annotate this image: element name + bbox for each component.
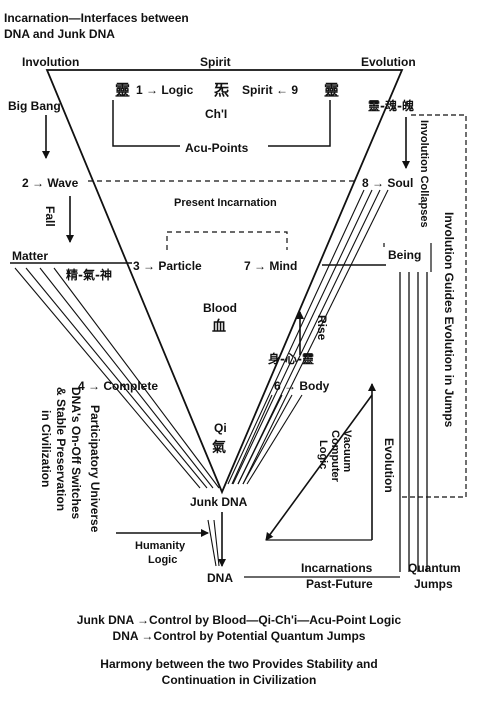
label-being: Being bbox=[388, 248, 421, 262]
label-qi: Qi bbox=[214, 421, 227, 435]
label-acupoints: Acu-Points bbox=[185, 141, 249, 155]
label-fall: Fall bbox=[43, 206, 57, 227]
label-blood: Blood bbox=[203, 301, 237, 315]
label-mind: 7 → Mind bbox=[244, 259, 297, 273]
char-xue: 血 bbox=[212, 318, 226, 335]
label-soul: 8 → Soul bbox=[362, 176, 413, 190]
label-switches3: in Civilization bbox=[39, 410, 53, 487]
char-qi: 氣 bbox=[212, 439, 226, 456]
label-involution: Involution bbox=[22, 55, 79, 69]
guides-dashed-bracket bbox=[400, 114, 467, 498]
label-wave: 2 → Wave bbox=[22, 176, 79, 190]
label-logic: 1 → Logic bbox=[136, 83, 194, 97]
char-jingqishen: 精-氣-神 bbox=[66, 267, 112, 282]
label-bigbang: Big Bang bbox=[8, 99, 61, 113]
char-linghunpo: 靈-魂-魄 bbox=[368, 98, 414, 113]
being-vertical-lines bbox=[399, 272, 428, 572]
label-matter: Matter bbox=[12, 249, 48, 263]
label-evolution: Evolution bbox=[361, 55, 416, 69]
caption-line4: Continuation in Civilization bbox=[161, 673, 317, 687]
label-incarnations: Incarnations bbox=[301, 561, 373, 575]
label-switches1: DNA's On-Off Switches bbox=[69, 387, 83, 520]
label-jumps: Jumps bbox=[414, 577, 453, 591]
matter-converging-lines bbox=[14, 267, 220, 489]
label-participatory: Participatory Universe bbox=[88, 405, 102, 533]
label-pastfuture: Past-Future bbox=[306, 577, 373, 591]
dna-left-lines bbox=[207, 519, 220, 567]
label-humanity1: Humanity bbox=[135, 540, 186, 552]
soul-converging-lines bbox=[227, 189, 389, 485]
char-ling-right: 靈 bbox=[324, 81, 339, 99]
label-quantum: Quantum bbox=[408, 561, 461, 575]
char-shenxinling: 身-心-靈 bbox=[268, 351, 314, 366]
label-junkdna: Junk DNA bbox=[190, 495, 248, 509]
label-switches2: & Stable Preservation bbox=[54, 387, 68, 511]
diagram-title-line1: Incarnation—Interfaces between bbox=[4, 11, 189, 25]
label-vacuum2: Computer bbox=[329, 430, 341, 483]
char-xuan: 炁 bbox=[213, 81, 229, 99]
body-converging-lines bbox=[231, 394, 303, 485]
being-bracket bbox=[383, 243, 432, 272]
label-vacuum3: Logic bbox=[317, 440, 329, 469]
diagram-title-line2: DNA and Junk DNA bbox=[4, 27, 115, 41]
label-vacuum1: Vacuum bbox=[341, 430, 353, 472]
label-dna: DNA bbox=[207, 571, 233, 585]
label-spirit: Spirit bbox=[200, 55, 231, 69]
acupoints-bracket bbox=[112, 100, 331, 147]
caption-line1: Junk DNA →Control by Blood—Qi-Ch'i—Acu-P… bbox=[76, 613, 402, 627]
label-present: Present Incarnation bbox=[174, 197, 277, 209]
label-body: 6 → Body bbox=[274, 379, 330, 393]
inverted-triangle bbox=[45, 69, 404, 495]
label-involution-collapses: Involution Collapses bbox=[418, 120, 430, 228]
char-ling-left: 靈 bbox=[115, 81, 130, 99]
label-evolution-vertical: Evolution bbox=[382, 438, 396, 493]
label-humanity2: Logic bbox=[148, 554, 177, 566]
caption-line3: Harmony between the two Provides Stabili… bbox=[100, 657, 378, 671]
label-rise: Rise bbox=[315, 315, 329, 341]
label-complete: 4 → Complete bbox=[78, 379, 158, 393]
label-chi: Ch'I bbox=[205, 107, 227, 121]
label-particle: 3 → Particle bbox=[133, 259, 202, 273]
caption-line2: DNA →Control by Potential Quantum Jumps bbox=[112, 629, 366, 643]
present-incarnation-bracket bbox=[166, 231, 288, 250]
vacuum-diagonal-arrow bbox=[265, 394, 373, 541]
label-spirit9: Spirit ← 9 bbox=[242, 83, 298, 97]
label-guides: Involution Guides Evolution in Jumps bbox=[442, 212, 456, 428]
